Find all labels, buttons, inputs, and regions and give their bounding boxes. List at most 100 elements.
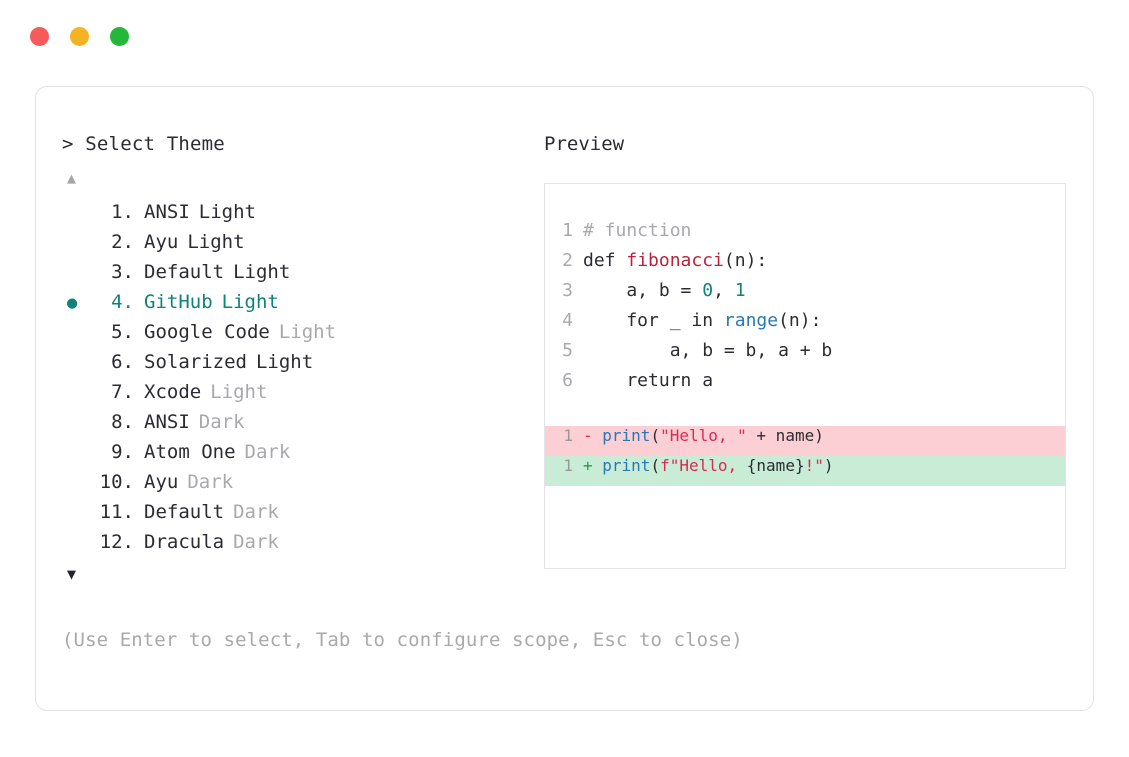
theme-item-mode: Dark: [233, 531, 279, 553]
diff-line-text: print("Hello, " + name): [602, 426, 824, 445]
bullet-placeholder: [62, 378, 92, 408]
code-token-num: 1: [734, 280, 746, 301]
theme-item-name: Google Code: [144, 321, 270, 343]
code-token-string: f"Hello,: [660, 456, 747, 475]
page-title: > Select Theme: [62, 133, 225, 155]
theme-item-mode: Light: [210, 381, 268, 403]
theme-item-name: ANSI: [144, 201, 190, 223]
keyboard-hint: (Use Enter to select, Tab to configure s…: [62, 629, 743, 651]
bullet-placeholder: [62, 318, 92, 348]
bullet-placeholder: [62, 408, 92, 438]
theme-item-number: 6.: [111, 351, 134, 373]
window-titlebar: [0, 0, 1129, 72]
theme-item-mode: Light: [233, 261, 291, 283]
line-number: 2: [562, 250, 573, 271]
code-token-plain: for _ in: [583, 310, 724, 331]
code-token-num: 0: [702, 280, 714, 301]
code-token-plain: (n):: [778, 310, 822, 331]
code-token-plain: a, b =: [583, 280, 703, 301]
theme-list-item[interactable]: 12. Dracula Dark: [62, 527, 532, 557]
theme-item-number: 3.: [111, 261, 134, 283]
code-line-text: # function: [583, 216, 691, 246]
theme-item-mode: Light: [187, 231, 245, 253]
theme-list-item[interactable]: 10. Ayu Dark: [62, 467, 532, 497]
code-line: 4 for _ in range(n):: [545, 306, 1065, 336]
code-token-comment: # function: [583, 220, 692, 241]
code-line-text: a, b = b, a + b: [583, 336, 833, 366]
theme-item-name: Ayu: [144, 471, 179, 493]
theme-list-item[interactable]: 2. Ayu Light: [62, 227, 532, 257]
code-token-builtin: range: [723, 310, 779, 331]
scroll-up-icon[interactable]: ▲: [67, 169, 77, 187]
bullet-placeholder: [62, 528, 92, 558]
code-token-plain: return a: [583, 370, 714, 391]
code-token-plain: (n):: [723, 250, 768, 271]
theme-item-mode: Light: [278, 321, 337, 343]
line-number: 4: [562, 310, 573, 331]
theme-item-number: 8.: [111, 411, 134, 433]
theme-item-name: Xcode: [144, 381, 202, 403]
code-line-text: def fibonacci(n):: [583, 246, 767, 276]
code-token-string: !": [804, 456, 824, 475]
window-maximize-dot[interactable]: [110, 26, 129, 46]
diff-line-number: 1: [563, 426, 573, 445]
theme-item-number: 2.: [111, 231, 134, 253]
code-line: 3 a, b = 0, 1: [545, 276, 1065, 306]
theme-item-number: 11.: [99, 501, 134, 523]
code-spacer: [545, 396, 1065, 426]
code-token-func: fibonacci: [626, 250, 724, 271]
theme-item-mode: Dark: [187, 471, 234, 493]
theme-item-name: Solarized: [144, 351, 247, 373]
code-token-plain: ): [823, 456, 834, 475]
window-minimize-dot[interactable]: [70, 26, 89, 46]
theme-item-number: 7.: [111, 381, 134, 403]
bullet-placeholder: [62, 498, 92, 528]
theme-item-name: Atom One: [144, 441, 236, 463]
code-token-plain: def: [583, 250, 627, 271]
bullet-placeholder: [62, 348, 92, 378]
line-number: 1: [562, 220, 573, 241]
theme-list-item[interactable]: 5. Google Code Light: [62, 317, 532, 347]
theme-item-name: Dracula: [144, 531, 225, 553]
code-line-text: a, b = 0, 1: [583, 276, 746, 306]
theme-item-mode: Dark: [198, 411, 245, 433]
code-line: 2 def fibonacci(n):: [545, 246, 1065, 276]
line-number: 6: [562, 370, 573, 391]
code-token-plain: a, b = b, a + b: [583, 340, 833, 361]
diff-line-number: 1: [563, 456, 573, 475]
code-line: 1 # function: [545, 216, 1065, 246]
theme-list-item[interactable]: 7. Xcode Light: [62, 377, 532, 407]
theme-item-mode: Light: [198, 201, 256, 223]
theme-item-name: Ayu: [144, 231, 179, 253]
code-token-builtin: print: [602, 456, 651, 475]
window-close-dot[interactable]: [30, 26, 49, 46]
theme-item-number: 5.: [111, 321, 134, 343]
theme-item-number: 4.: [111, 291, 134, 313]
theme-list-item[interactable]: 1. ANSI Light: [62, 197, 532, 227]
code-line-text: for _ in range(n):: [583, 306, 821, 336]
theme-item-number: 1.: [111, 201, 134, 223]
theme-item-name: Default: [144, 501, 225, 523]
code-token-plain: + name): [746, 426, 824, 445]
theme-item-number: 12.: [99, 531, 134, 553]
code-line-text: return a: [583, 366, 713, 396]
theme-item-number: 10.: [99, 471, 134, 493]
bullet-placeholder: [62, 198, 92, 228]
diff-line-removed: 1- print("Hello, " + name): [545, 426, 1065, 456]
diff-line-text: print(f"Hello, {name}!"): [602, 456, 833, 475]
code-token-builtin: print: [602, 426, 651, 445]
code-token-plain: {name}: [746, 456, 805, 475]
line-number: 5: [562, 340, 573, 361]
code-line: 6 return a: [545, 366, 1065, 396]
scroll-down-icon[interactable]: ▼: [67, 565, 77, 583]
